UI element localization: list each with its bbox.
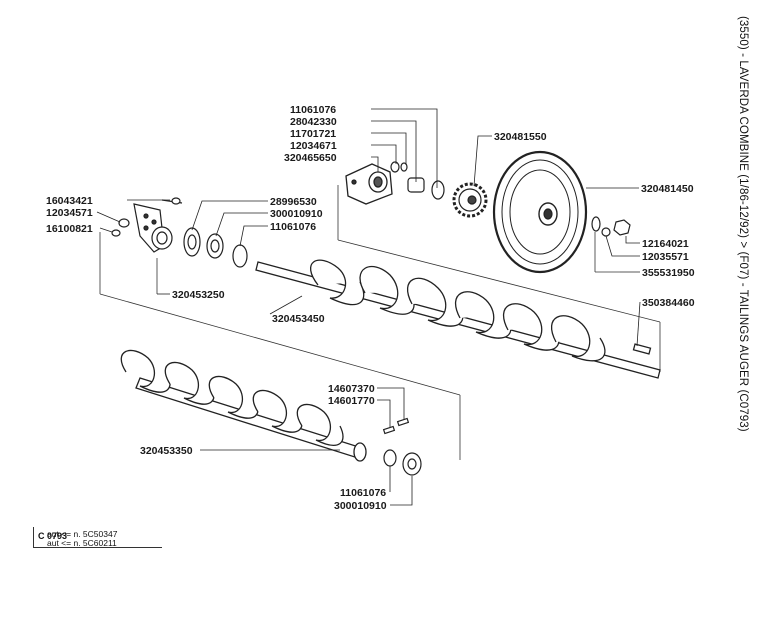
assembly-frame-lines [99,185,661,460]
part-label-300010910-mid: 300010910 [270,208,323,220]
part-label-11061076-mid: 11061076 [270,221,316,233]
part-label-11701721: 11701721 [290,128,336,140]
part-label-16100821: 16100821 [46,223,93,235]
lower-small-parts [382,417,422,476]
part-label-12034571: 12034571 [46,207,93,219]
part-label-11061076-bottom: 11061076 [340,487,386,499]
left-bracket-group [111,197,248,268]
part-label-14607370: 14607370 [328,383,375,395]
part-label-320453350: 320453350 [140,445,193,457]
part-label-320453250: 320453250 [172,289,225,301]
small-parts-right [390,161,631,237]
part-label-11061076-top: 11061076 [290,104,336,116]
part-labels: 11061076 28042330 11701721 12034671 3204… [46,104,695,512]
leader-lines [96,108,641,506]
part-label-28042330: 28042330 [290,116,337,128]
serial-note-1: aut <= n. 5C50347 [47,529,118,539]
part-label-320465650: 320465650 [284,152,337,164]
part-label-12035571: 12035571 [642,251,689,263]
sprocket-320481550 [452,182,488,218]
part-label-320481550: 320481550 [494,131,547,143]
bearing-housing-320465650 [345,163,393,205]
figure-code-box: C 0793 [33,527,162,548]
part-label-28996530: 28996530 [270,196,317,208]
pulley-320481450 [492,150,588,274]
part-label-14601770: 14601770 [328,395,375,407]
part-label-320481450: 320481450 [641,183,694,195]
part-label-12164021: 12164021 [642,238,689,250]
part-label-355531950: 355531950 [642,267,695,279]
part-label-320453450: 320453450 [272,313,325,325]
figure-code: C 0793 [38,531,68,541]
serial-note-2: aut <= n. 5C60211 [47,538,117,548]
part-label-300010910-bottom: 300010910 [334,500,387,512]
lower-auger [120,349,367,462]
diagram-title: (3550) - LAVERDA COMBINE (1/86-12/92) > … [737,16,749,432]
part-label-12034671: 12034671 [290,140,337,152]
upper-auger [255,259,661,379]
part-label-16043421: 16043421 [46,195,93,207]
part-label-350384460: 350384460 [642,297,695,309]
